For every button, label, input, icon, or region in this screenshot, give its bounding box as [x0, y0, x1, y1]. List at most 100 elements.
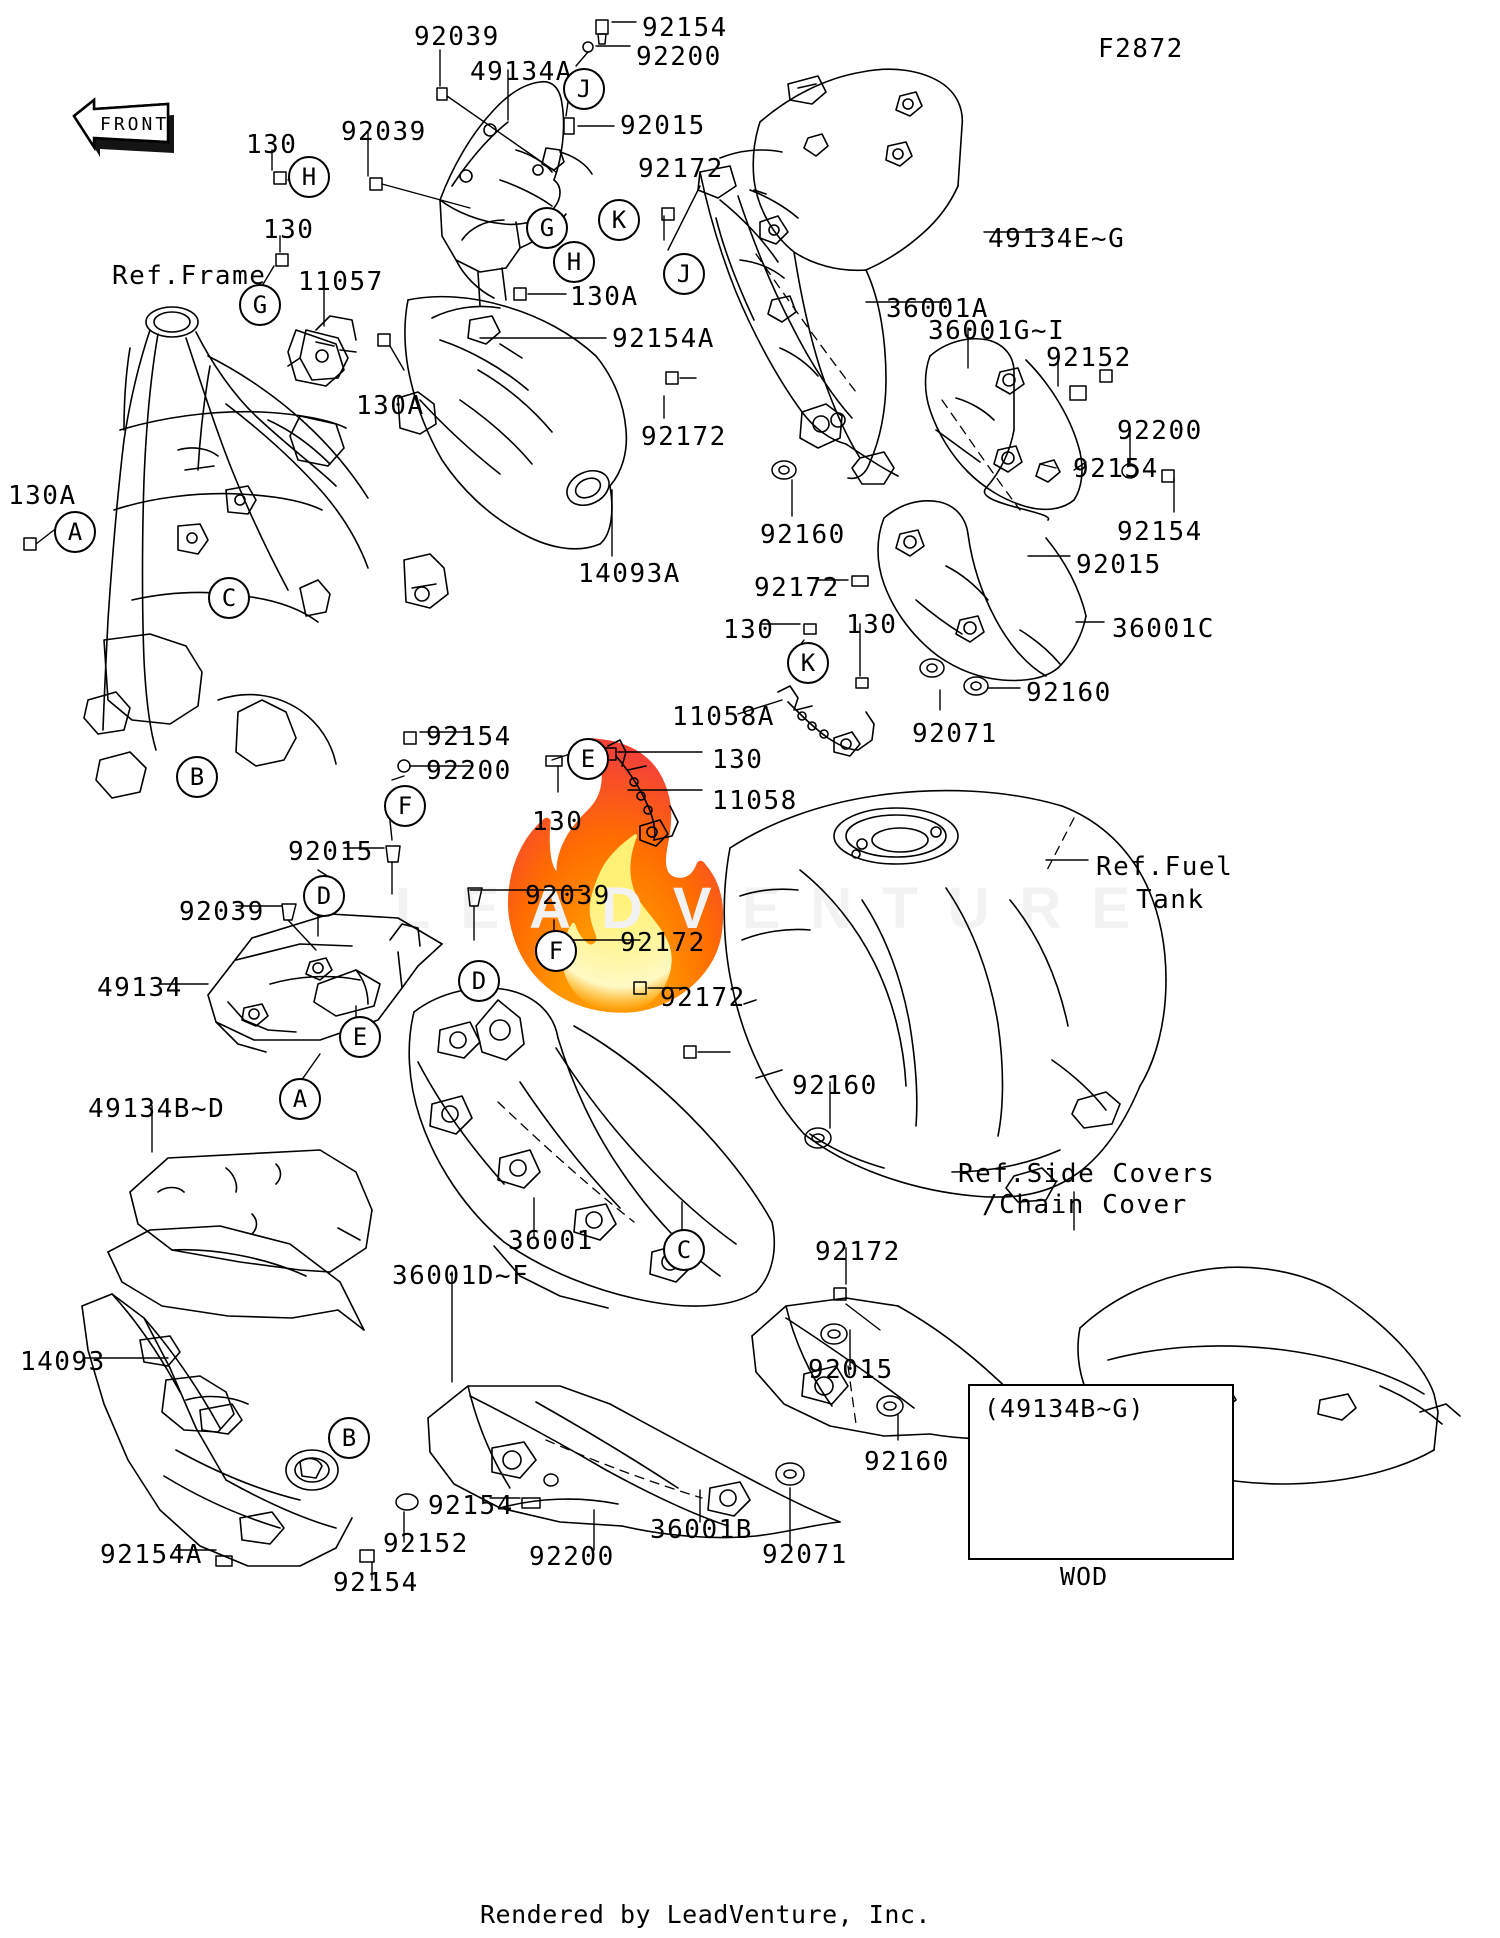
- part-number-label[interactable]: 92015: [808, 1355, 894, 1385]
- part-number-label[interactable]: 92160: [1026, 678, 1112, 708]
- ref-bubble-h[interactable]: H: [288, 156, 330, 198]
- ref-bubble-d[interactable]: D: [458, 960, 500, 1002]
- part-number-label[interactable]: 130A: [570, 282, 639, 312]
- part-number-label[interactable]: 92015: [620, 111, 706, 141]
- ref-bubble-j[interactable]: J: [563, 68, 605, 110]
- part-36001C: [877, 500, 1087, 682]
- ref-bubble-a[interactable]: A: [279, 1078, 321, 1120]
- part-number-label[interactable]: 130: [246, 130, 298, 160]
- part-number-label[interactable]: 36001D~F: [392, 1261, 530, 1291]
- part-number-label[interactable]: 92172: [815, 1237, 901, 1267]
- part-number-label[interactable]: 92154A: [100, 1540, 203, 1570]
- ref-bubble-g[interactable]: G: [239, 284, 281, 326]
- part-number-label[interactable]: 92172: [641, 422, 727, 452]
- ref-side-covers[interactable]: Ref.Side Covers: [958, 1159, 1216, 1189]
- ref-fuel-tank-2[interactable]: Tank: [1136, 885, 1205, 915]
- part-number-label[interactable]: 92154: [428, 1491, 514, 1521]
- part-number-label[interactable]: 49134A: [470, 57, 573, 87]
- part-49134B-D: [107, 1149, 373, 1331]
- part-number-label[interactable]: 92172: [754, 573, 840, 603]
- ref-bubble-e[interactable]: E: [339, 1016, 381, 1058]
- ref-bubble-f[interactable]: F: [384, 785, 426, 827]
- ref-bubble-e[interactable]: E: [567, 738, 609, 780]
- part-number-label[interactable]: 36001A: [886, 294, 989, 324]
- part-number-label[interactable]: 14093: [20, 1347, 106, 1377]
- part-number-label[interactable]: 92154: [1117, 517, 1203, 547]
- inset-detail-box: (49134B~G): [968, 1384, 1234, 1560]
- part-number-label[interactable]: 36001: [508, 1226, 594, 1256]
- part-number-label[interactable]: 92039: [179, 897, 265, 927]
- part-11058A: [777, 685, 875, 757]
- part-number-label[interactable]: 36001G~I: [928, 316, 1066, 346]
- ref-chain-cover[interactable]: /Chain Cover: [982, 1190, 1188, 1220]
- inset-caption: (49134B~G): [984, 1394, 1145, 1423]
- part-number-label[interactable]: 92172: [620, 928, 706, 958]
- part-number-label[interactable]: 92160: [760, 520, 846, 550]
- part-number-label[interactable]: 92154: [426, 722, 512, 752]
- ref-bubble-c[interactable]: C: [208, 577, 250, 619]
- part-number-label[interactable]: 92160: [792, 1071, 878, 1101]
- part-number-label[interactable]: 92154A: [612, 324, 715, 354]
- ref-bubble-k[interactable]: K: [787, 642, 829, 684]
- part-49134E-G: [697, 68, 964, 480]
- part-number-label[interactable]: 11058A: [672, 702, 775, 732]
- part-number-label[interactable]: 130A: [8, 481, 77, 511]
- front-direction-arrow: FRONT: [72, 97, 174, 157]
- part-number-label[interactable]: 92154: [1073, 454, 1159, 484]
- part-14093A: [404, 295, 628, 550]
- ref-bubble-b[interactable]: B: [176, 756, 218, 798]
- ref-bubble-d[interactable]: D: [303, 875, 345, 917]
- part-number-label[interactable]: 92172: [660, 983, 746, 1013]
- ref-bubble-c[interactable]: C: [663, 1229, 705, 1271]
- part-36001D-F: [427, 1385, 841, 1539]
- part-number-label[interactable]: 130: [712, 745, 764, 775]
- part-36001G-I: [924, 337, 1083, 521]
- fastener-icons: [23, 19, 1175, 1567]
- part-number-label[interactable]: 130: [846, 610, 898, 640]
- ref-bubble-g[interactable]: G: [526, 207, 568, 249]
- part-number-label[interactable]: 92172: [638, 154, 724, 184]
- part-number-label[interactable]: 92160: [864, 1447, 950, 1477]
- part-number-label[interactable]: 92039: [525, 881, 611, 911]
- ref-bubble-a[interactable]: A: [54, 511, 96, 553]
- part-number-label[interactable]: 92200: [1117, 416, 1203, 446]
- part-number-label[interactable]: 130: [263, 215, 315, 245]
- part-number-label[interactable]: 92071: [762, 1540, 848, 1570]
- part-number-label[interactable]: 92039: [414, 22, 500, 52]
- part-36001A: [699, 171, 899, 485]
- ref-bubble-h[interactable]: H: [553, 241, 595, 283]
- part-number-label[interactable]: 36001B: [650, 1515, 753, 1545]
- part-number-label[interactable]: 92200: [636, 42, 722, 72]
- ref-bubble-j[interactable]: J: [663, 253, 705, 295]
- part-number-label[interactable]: 92200: [529, 1542, 615, 1572]
- part-number-label[interactable]: 92200: [426, 756, 512, 786]
- part-number-label[interactable]: 130: [532, 807, 584, 837]
- ref-bubble-f[interactable]: F: [535, 930, 577, 972]
- part-number-label[interactable]: 92154: [333, 1568, 419, 1598]
- ref-fuel-tank[interactable]: Ref.Fuel: [1096, 852, 1234, 882]
- part-number-label[interactable]: 49134B~D: [88, 1094, 226, 1124]
- render-credit: Rendered by LeadVenture, Inc.: [480, 1900, 931, 1929]
- part-number-label[interactable]: 130: [723, 615, 775, 645]
- svg-text:FRONT: FRONT: [100, 114, 169, 135]
- leader-lines: [35, 21, 1175, 1581]
- ref-bubble-b[interactable]: B: [328, 1417, 370, 1459]
- part-number-label[interactable]: 130A: [356, 391, 425, 421]
- part-number-label[interactable]: 92039: [341, 117, 427, 147]
- part-number-label[interactable]: 14093A: [578, 559, 681, 589]
- part-number-label[interactable]: 36001C: [1112, 614, 1215, 644]
- part-number-label[interactable]: 11058: [712, 786, 798, 816]
- part-number-label[interactable]: 92071: [912, 719, 998, 749]
- part-number-label[interactable]: 49134: [97, 973, 183, 1003]
- part-number-label[interactable]: 92154: [642, 13, 728, 43]
- part-number-label[interactable]: 11057: [298, 267, 384, 297]
- part-number-label[interactable]: 49134E~G: [988, 224, 1126, 254]
- ref-frame[interactable]: Ref.Frame: [112, 261, 267, 291]
- part-number-label[interactable]: 92152: [383, 1529, 469, 1559]
- part-number-label[interactable]: 92152: [1046, 343, 1132, 373]
- part-number-label[interactable]: 92015: [288, 837, 374, 867]
- ref-fuel-tank-artwork: [723, 789, 1167, 1203]
- part-number-label[interactable]: 92015: [1076, 550, 1162, 580]
- ref-bubble-k[interactable]: K: [598, 199, 640, 241]
